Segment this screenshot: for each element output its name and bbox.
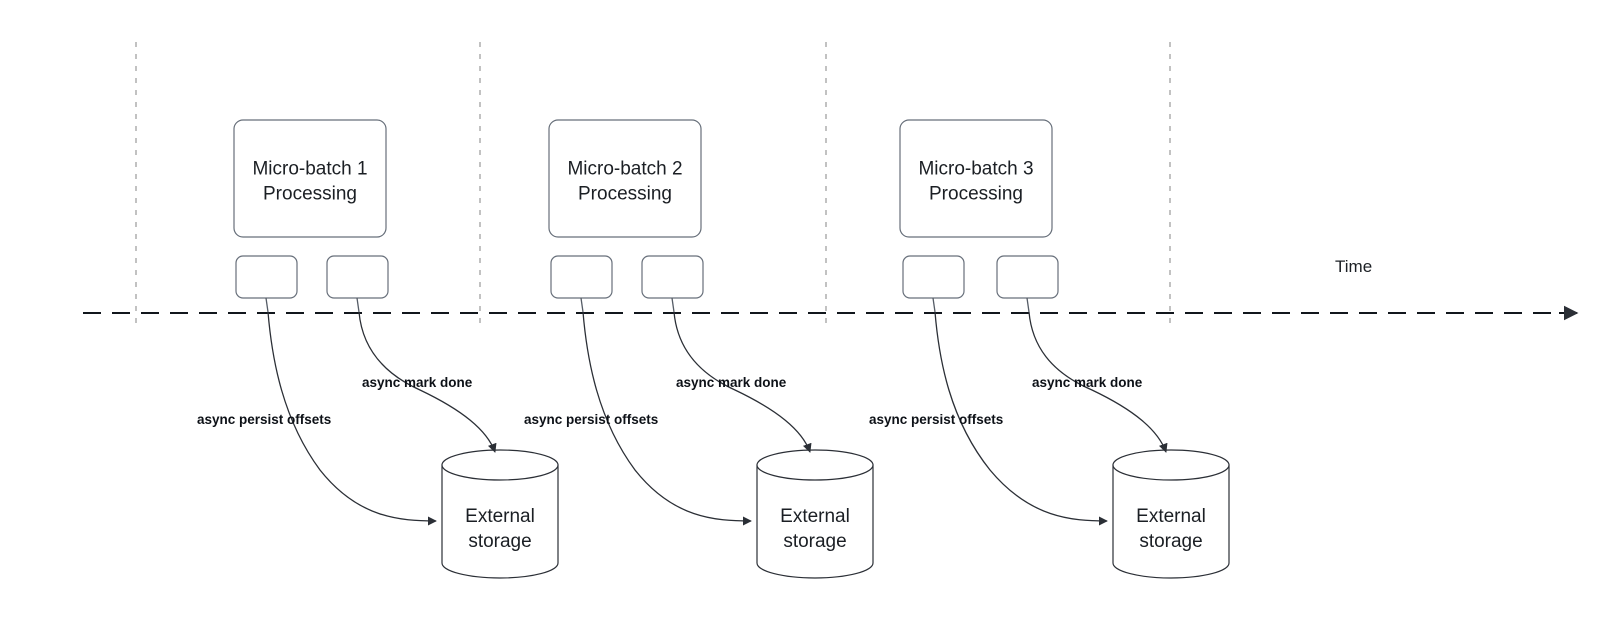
edge-label-persist-offsets: async persist offsets [197, 412, 331, 427]
edge-persist-offsets [267, 311, 437, 526]
edge-label-persist-offsets: async persist offsets [524, 412, 658, 427]
external-storage-label: External storage [1136, 506, 1206, 552]
external-storage-label-line1: External [780, 506, 850, 527]
micro-batch-task-left-box[interactable] [550, 255, 613, 299]
external-storage-label-line2: storage [783, 531, 846, 552]
external-storage-cylinder-body[interactable] [441, 464, 559, 579]
micro-batch-box-label: Micro-batch 1 Processing [252, 159, 367, 205]
external-storage-cylinder-body[interactable] [1112, 464, 1230, 579]
time-axis-label: Time [1335, 257, 1372, 276]
external-storage-cylinder-top [756, 449, 874, 481]
micro-batch-box-label: Micro-batch 3 Processing [918, 159, 1033, 205]
micro-batch-label-line1: Micro-batch 3 [918, 159, 1033, 180]
external-storage-label-line1: External [1136, 506, 1206, 527]
edge-mark-done [1028, 311, 1168, 453]
micro-batch-box[interactable] [548, 119, 702, 238]
external-storage-label-line2: storage [1139, 531, 1202, 552]
micro-batch-task-right-box[interactable] [326, 255, 389, 299]
micro-batch-box-label: Micro-batch 2 Processing [567, 159, 682, 205]
micro-batch-label-line2: Processing [263, 184, 357, 205]
edge-stub-mark-done [671, 297, 675, 313]
edge-stub-persist-offsets [932, 297, 936, 313]
micro-batch-label-line1: Micro-batch 2 [567, 159, 682, 180]
micro-batch-label-line1: Micro-batch 1 [252, 159, 367, 180]
external-storage-label: External storage [780, 506, 850, 552]
edge-persist-offsets [934, 311, 1108, 526]
micro-batch-box[interactable] [233, 119, 387, 238]
external-storage-cylinder-body[interactable] [756, 464, 874, 579]
edge-stub-persist-offsets [265, 297, 269, 313]
micro-batch-task-left-box[interactable] [902, 255, 965, 299]
micro-batch-box[interactable] [899, 119, 1053, 238]
external-storage-label-line2: storage [468, 531, 531, 552]
micro-batch-label-line2: Processing [929, 184, 1023, 205]
edge-label-mark-done: async mark done [362, 375, 473, 390]
edge-persist-offsets [582, 311, 752, 526]
external-storage-label-line1: External [465, 506, 535, 527]
external-storage-label: External storage [465, 506, 535, 552]
edge-label-persist-offsets: async persist offsets [869, 412, 1003, 427]
edge-stub-mark-done [356, 297, 360, 313]
edge-mark-done [673, 311, 812, 453]
edge-stub-mark-done [1026, 297, 1030, 313]
micro-batch-task-left-box[interactable] [235, 255, 298, 299]
edge-stub-persist-offsets [580, 297, 584, 313]
micro-batch-label-line2: Processing [578, 184, 672, 205]
edge-label-mark-done: async mark done [1032, 375, 1143, 390]
edge-label-mark-done: async mark done [676, 375, 787, 390]
timeline-layer: Time [83, 257, 1579, 321]
micro-batch-task-right-box[interactable] [641, 255, 704, 299]
micro-batch-task-right-box[interactable] [996, 255, 1059, 299]
external-storage-cylinder-top [1112, 449, 1230, 481]
external-storage-cylinder-top [441, 449, 559, 481]
edge-mark-done [358, 311, 497, 453]
